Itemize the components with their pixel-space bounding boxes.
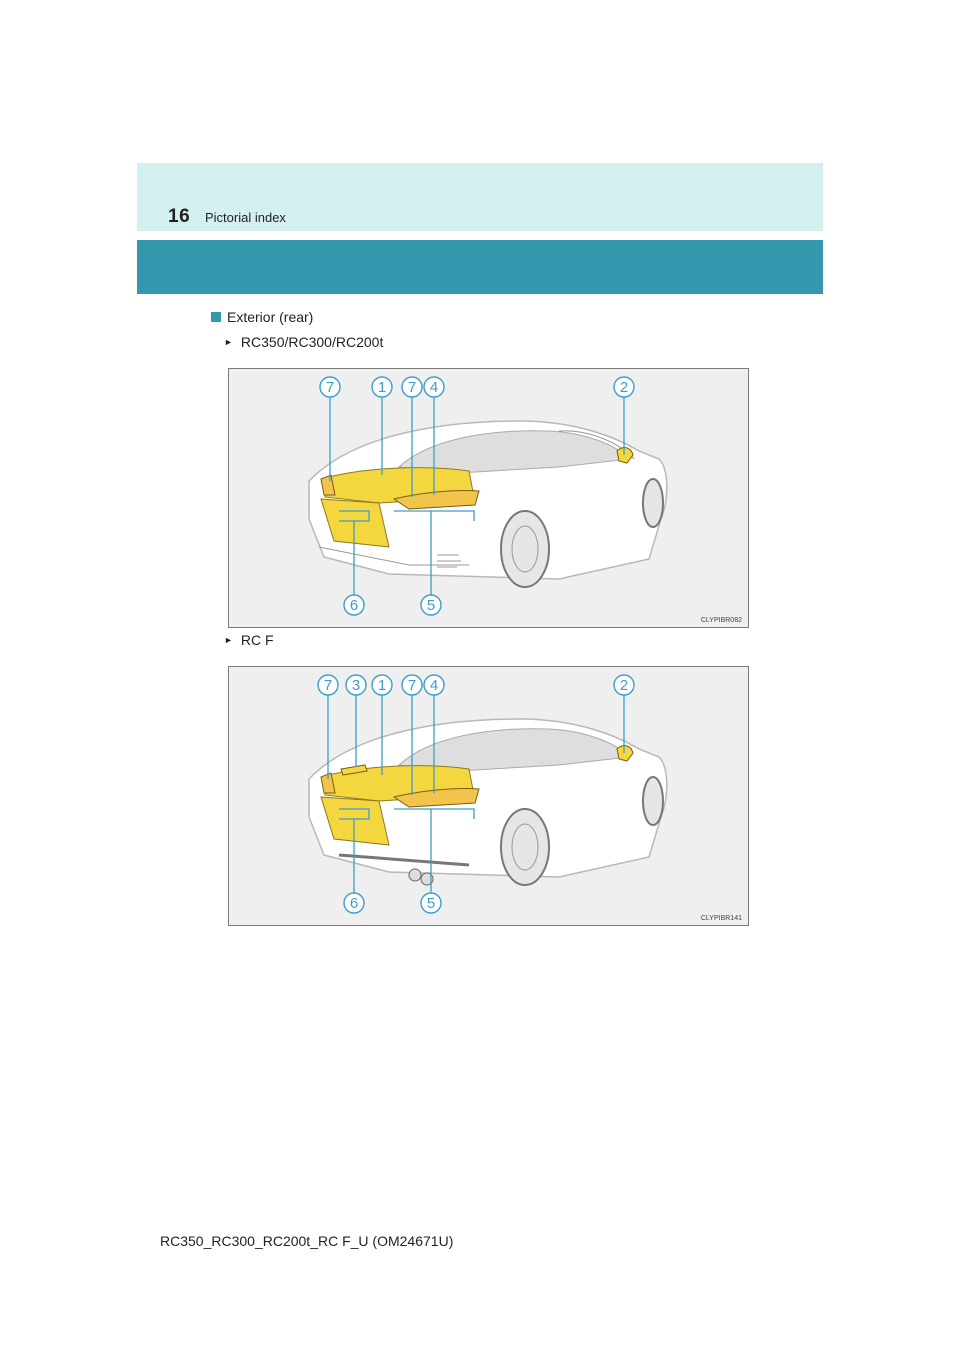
figure-code: CLYPIBR082 [700, 617, 742, 624]
svg-text:2: 2 [620, 379, 628, 396]
svg-text:3: 3 [352, 677, 360, 694]
callout-4: 4 [423, 376, 445, 398]
section-title: Pictorial index [205, 210, 286, 225]
svg-text:1: 1 [378, 677, 386, 694]
callout-7: 7 [317, 674, 339, 696]
subheading-text: Exterior (rear) [227, 309, 314, 325]
callout-7: 7 [319, 376, 341, 398]
variant-label-2: ► RC F [224, 632, 274, 648]
header-background [137, 163, 823, 231]
callout-6: 6 [343, 594, 365, 616]
callout-3: 3 [345, 674, 367, 696]
svg-text:1: 1 [378, 379, 386, 396]
subheading: Exterior (rear) [211, 309, 313, 325]
callout-1: 1 [371, 376, 393, 398]
car-rear-illustration: 7 3 1 7 4 2 6 5 [308, 674, 668, 914]
variant-label-1: ► RC350/RC300/RC200t [224, 334, 383, 350]
callout-1: 1 [371, 674, 393, 696]
callout-7: 7 [401, 674, 423, 696]
svg-text:7: 7 [326, 379, 334, 396]
svg-text:5: 5 [427, 597, 435, 614]
footer-model-code: RC350_RC300_RC200t_RC F_U (OM24671U) [160, 1233, 454, 1249]
variant-label-text: RC350/RC300/RC200t [240, 334, 384, 350]
callout-4: 4 [423, 674, 445, 696]
svg-text:7: 7 [408, 677, 416, 694]
figure-rc350: 7 1 7 4 2 6 5 CLYPIBR082 [228, 368, 749, 628]
svg-text:5: 5 [427, 895, 435, 912]
svg-text:6: 6 [350, 597, 358, 614]
triangle-bullet-icon: ► [224, 635, 233, 645]
callout-2: 2 [613, 376, 635, 398]
figure-rcf: 7 3 1 7 4 2 6 5 CLYPIBR141 [228, 666, 749, 926]
triangle-bullet-icon: ► [224, 337, 233, 347]
svg-text:4: 4 [430, 379, 438, 396]
square-bullet-icon [211, 312, 221, 322]
callout-7: 7 [401, 376, 423, 398]
svg-text:7: 7 [324, 677, 332, 694]
svg-text:6: 6 [350, 895, 358, 912]
svg-text:7: 7 [408, 379, 416, 396]
callout-2: 2 [613, 674, 635, 696]
variant-label-text: RC F [240, 632, 274, 648]
svg-text:4: 4 [430, 677, 438, 694]
callout-5: 5 [420, 594, 442, 616]
header-band [137, 240, 823, 294]
svg-text:2: 2 [620, 677, 628, 694]
car-rear-illustration: 7 1 7 4 2 6 5 [308, 376, 668, 616]
figure-code: CLYPIBR141 [700, 915, 742, 922]
page-number: 16 [168, 206, 191, 227]
callout-6: 6 [343, 892, 365, 914]
callout-5: 5 [420, 892, 442, 914]
